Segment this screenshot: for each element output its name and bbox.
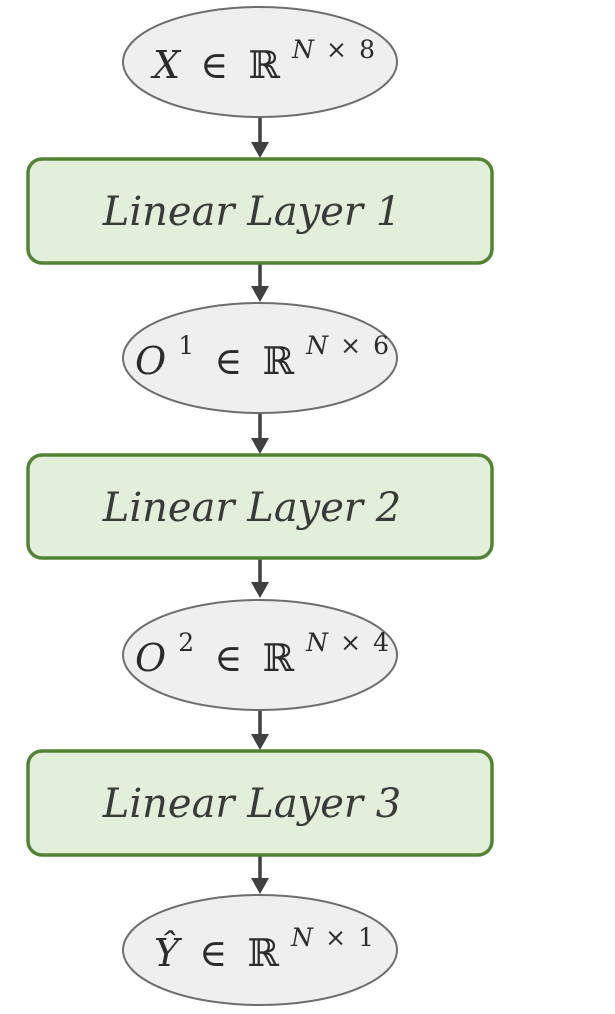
linear-layer-3-label: Linear Layer 3 [102, 781, 401, 827]
linear-layer-2: Linear Layer 2 [26, 453, 494, 560]
input-dim-symbol: N [291, 35, 315, 64]
linear-layer-1: Linear Layer 1 [26, 157, 494, 265]
prediction-symbol: Ŷ [154, 931, 183, 975]
output-2-dim-value: 4 [373, 628, 389, 657]
arrow-output1-to-layer2 [251, 412, 269, 454]
prediction-dim-symbol: N [290, 923, 314, 952]
linear-layer-2-label: Linear Layer 2 [102, 485, 401, 531]
output-2-tensor-ellipse [122, 599, 398, 711]
output-2-tensor-node: O 2 ∈ ℝ N × 4 [122, 599, 398, 711]
output-2-index: 2 [178, 628, 194, 657]
linear-layer-2-box [26, 453, 494, 560]
prediction-real-space: ℝ [247, 931, 279, 975]
prediction-tensor-label: Ŷ ∈ ℝ N × 1 [154, 911, 374, 975]
input-member-sign: ∈ [200, 43, 228, 87]
output-1-dim-value: 6 [373, 331, 389, 360]
prediction-tensor-ellipse [122, 894, 398, 1006]
input-dim-value: 8 [359, 35, 375, 64]
output-1-symbol: O [135, 339, 166, 383]
prediction-tensor-node: Ŷ ∈ ℝ N × 1 [122, 894, 398, 1006]
input-tensor-label: X ∈ ℝ N × 8 [150, 23, 375, 87]
output-2-member-sign: ∈ [214, 636, 242, 680]
prediction-times-sign: × [325, 923, 346, 952]
linear-layer-3-box [26, 749, 494, 857]
input-real-space: ℝ [248, 43, 280, 87]
output-2-real-space: ℝ [262, 636, 294, 680]
arrow-layer3-to-prediction [251, 855, 269, 894]
linear-layer-1-box [26, 157, 494, 265]
prediction-member-sign: ∈ [199, 931, 227, 975]
arrow-input-to-layer1 [251, 116, 269, 158]
input-tensor-node: X ∈ ℝ N × 8 [122, 6, 398, 118]
linear-layer-3: Linear Layer 3 [26, 749, 494, 857]
output-1-times-sign: × [340, 331, 361, 360]
output-1-tensor-label: O 1 ∈ ℝ N × 6 [135, 319, 389, 383]
output-1-real-space: ℝ [262, 339, 294, 383]
output-2-dim-symbol: N [305, 628, 329, 657]
output-1-tensor-ellipse [122, 302, 398, 414]
output-1-index: 1 [178, 331, 194, 360]
input-times-sign: × [326, 35, 347, 64]
output-1-member-sign: ∈ [214, 339, 242, 383]
input-symbol: X [150, 43, 182, 87]
output-1-dim-symbol: N [305, 331, 329, 360]
prediction-dim-value: 1 [358, 923, 374, 952]
input-tensor-ellipse [122, 6, 398, 118]
output-2-times-sign: × [340, 628, 361, 657]
output-2-tensor-label: O 2 ∈ ℝ N × 4 [135, 616, 389, 680]
arrow-layer1-to-output1 [251, 263, 269, 302]
linear-layer-1-label: Linear Layer 1 [102, 189, 401, 235]
arrow-layer2-to-output2 [251, 558, 269, 598]
arrow-output2-to-layer3 [251, 710, 269, 750]
output-2-symbol: O [135, 636, 166, 680]
output-1-tensor-node: O 1 ∈ ℝ N × 6 [122, 302, 398, 414]
